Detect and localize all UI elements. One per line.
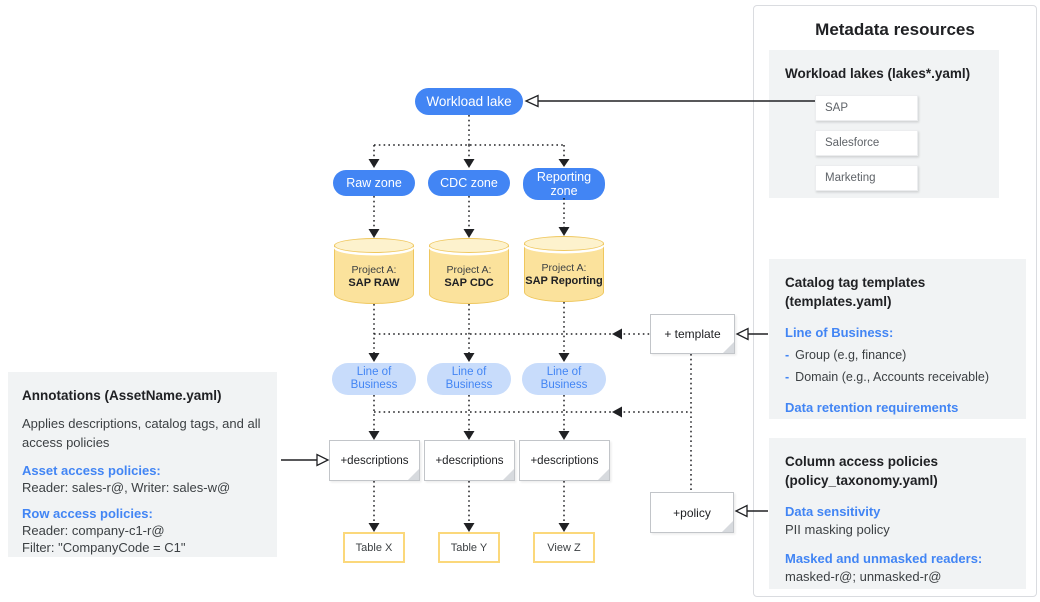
descriptions-label: +descriptions (340, 454, 409, 467)
project-prefix: Project A: (541, 261, 587, 274)
column-policies-title-line2: (policy_taxonomy.yaml) (785, 473, 938, 488)
descriptions-label: +descriptions (530, 454, 599, 467)
view-z-label: View Z (547, 541, 581, 554)
line-of-business-node-1: Line of Business (332, 363, 416, 395)
workload-lake-label: Workload lake (426, 93, 512, 109)
reporting-zone-label: Reporting zone (536, 170, 592, 198)
workload-lake-node: Workload lake (415, 88, 523, 115)
pii-masking-text: PII masking policy (785, 522, 890, 537)
bullet-dash: - (785, 348, 790, 362)
catalog-templates-title-line1: Catalog tag templates (785, 275, 926, 290)
template-note: + template (650, 314, 735, 354)
cylinder-body (429, 246, 509, 304)
descriptions-note-2: +descriptions (424, 440, 515, 481)
line-of-business-heading: Line of Business: (785, 325, 894, 340)
lake-item-marketing: Marketing (815, 165, 918, 191)
catalog-templates-title-line2: (templates.yaml) (785, 294, 892, 309)
lob-label-line1: Line of (546, 366, 582, 378)
lob-label-line1: Line of (451, 366, 487, 378)
project-name: SAP Reporting (525, 274, 603, 287)
annotations-panel: Annotations (AssetName.yaml) Applies des… (8, 372, 277, 557)
metadata-resources-panel: Metadata resources Workload lakes (lakes… (753, 5, 1037, 597)
workload-lakes-list: SAP Salesforce Marketing (815, 95, 983, 191)
lob-label-line2: Business (350, 379, 398, 391)
row-access-heading: Row access policies: (22, 506, 153, 521)
lob-label-line2: Business (445, 379, 493, 391)
project-name: SAP CDC (444, 276, 494, 289)
line-of-business-node-3: Line of Business (522, 363, 606, 395)
project-sap-raw-cylinder: Project A: SAP RAW (334, 238, 414, 304)
descriptions-note-3: +descriptions (519, 440, 610, 481)
template-label: + template (664, 327, 721, 341)
workload-lakes-title: Workload lakes (lakes*.yaml) (785, 66, 971, 81)
table-y-label: Table Y (450, 541, 488, 554)
lake-item-sap: SAP (815, 95, 918, 121)
project-prefix: Project A: (351, 263, 397, 276)
data-retention-heading: Data retention requirements (785, 400, 959, 415)
column-policies-title-line1: Column access policies (785, 454, 939, 469)
table-x-label: Table X (355, 541, 393, 554)
lake-item-salesforce: Salesforce (815, 130, 918, 156)
policy-label: +policy (673, 505, 711, 520)
catalog-tag-templates-section: Catalog tag templates (templates.yaml) L… (769, 259, 1026, 419)
raw-zone-label: Raw zone (346, 176, 402, 190)
annotations-title: Annotations (AssetName.yaml) (22, 388, 222, 403)
cdc-zone-node: CDC zone (428, 170, 510, 196)
line-of-business-node-2: Line of Business (427, 363, 511, 395)
bullet-group-text: Group (e.g, finance) (795, 348, 907, 362)
project-prefix: Project A: (446, 263, 492, 276)
cdc-zone-label: CDC zone (440, 176, 498, 190)
policy-note: +policy (650, 492, 734, 533)
masked-readers-heading: Masked and unmasked readers: (785, 551, 983, 566)
row-access-text: Reader: company-c1-r@ (22, 523, 165, 538)
project-sap-reporting-cylinder: Project A: SAP Reporting (524, 236, 604, 302)
cylinder-top-ellipse (524, 236, 604, 251)
project-name: SAP RAW (348, 276, 400, 289)
annotations-description: Applies descriptions, catalog tags, and … (22, 416, 261, 450)
reporting-zone-node: Reporting zone (523, 168, 605, 200)
table-y-node: Table Y (438, 532, 500, 563)
column-access-policies-section: Column access policies (policy_taxonomy.… (769, 438, 1026, 589)
project-sap-cdc-cylinder: Project A: SAP CDC (429, 238, 509, 304)
descriptions-label: +descriptions (435, 454, 504, 467)
cylinder-body (334, 246, 414, 304)
cylinder-top-ellipse (334, 238, 414, 253)
data-sensitivity-heading: Data sensitivity (785, 504, 881, 519)
cylinder-top-ellipse (429, 238, 509, 253)
view-z-node: View Z (533, 532, 595, 563)
table-x-node: Table X (343, 532, 405, 563)
descriptions-note-1: +descriptions (329, 440, 420, 481)
lob-label-line2: Business (540, 379, 588, 391)
bullet-domain-text: Domain (e.g., Accounts receivable) (795, 370, 990, 384)
raw-zone-node: Raw zone (333, 170, 415, 196)
metadata-panel-title: Metadata resources (815, 20, 975, 39)
filter-text: Filter: "CompanyCode = C1" (22, 540, 186, 555)
masked-readers-text: masked-r@; unmasked-r@ (785, 569, 942, 584)
cylinder-body (524, 244, 604, 302)
bullet-group: - Group (e.g, finance) (785, 348, 1010, 362)
asset-access-text: Reader: sales-r@, Writer: sales-w@ (22, 480, 231, 495)
lob-label-line1: Line of (356, 366, 392, 378)
bullet-dash: - (785, 370, 790, 384)
bullet-domain: - Domain (e.g., Accounts receivable) (785, 370, 1010, 384)
workload-lakes-section: Workload lakes (lakes*.yaml) SAP Salesfo… (769, 50, 999, 198)
asset-access-heading: Asset access policies: (22, 463, 161, 478)
